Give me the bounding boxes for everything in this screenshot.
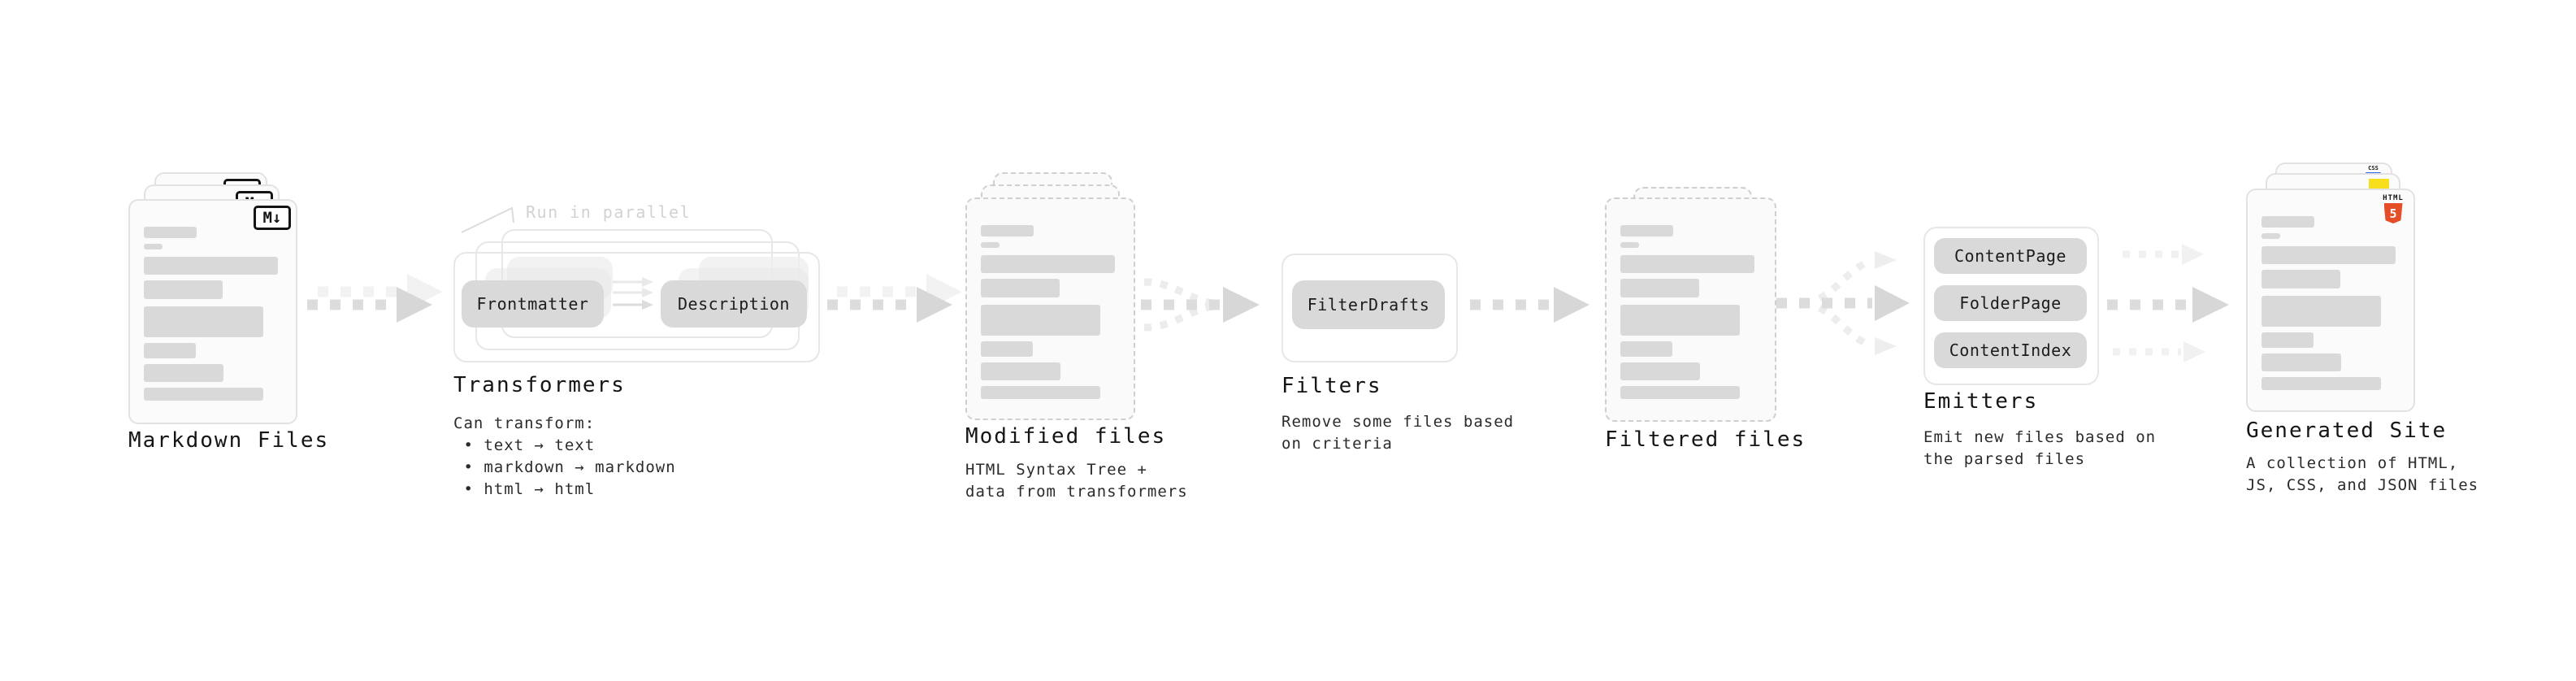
transformer-panel-front xyxy=(453,252,820,362)
html5-icon: HTML 5 xyxy=(2379,194,2407,223)
placeholder-line xyxy=(2262,233,2280,239)
markdown-file-card-front: M↓ xyxy=(128,199,297,424)
node-filtered-files xyxy=(1590,159,1785,436)
placeholder-line xyxy=(1620,242,1639,248)
arrow-transformers-to-modified xyxy=(827,274,962,323)
placeholder-line xyxy=(1620,255,1754,273)
placeholder-line xyxy=(2262,296,2381,327)
arrow-filters-to-filtered xyxy=(1470,287,1589,323)
placeholder-line xyxy=(1620,362,1700,380)
generated-site-caption: A collection of HTML, JS, CSS, and JSON … xyxy=(2246,454,2479,494)
js-icon xyxy=(2369,179,2389,189)
transform-step-arrows xyxy=(613,277,653,310)
html5-icon-text: HTML xyxy=(2383,194,2404,202)
transformers-label: Transformers xyxy=(453,373,626,397)
arrow-markdown-to-transformers xyxy=(307,274,443,323)
placeholder-line xyxy=(144,257,278,275)
emitters-caption: Emit new files based on the parsed files xyxy=(1923,428,2157,468)
transformers-caption: Can transform: • text → text • markdown … xyxy=(453,414,676,498)
filtered-files-label: Filtered files xyxy=(1605,427,1806,452)
markdown-files-label: Markdown Files xyxy=(128,428,330,453)
node-markdown-files: M↓ M↓ M↓ xyxy=(114,159,309,436)
html5-icon-shield: 5 xyxy=(2383,203,2403,223)
placeholder-line xyxy=(981,255,1115,273)
placeholder-line xyxy=(1620,279,1699,297)
placeholder-line xyxy=(1620,305,1740,336)
placeholder-line xyxy=(144,364,223,382)
placeholder-line xyxy=(981,279,1060,297)
placeholder-line xyxy=(981,305,1100,336)
placeholder-line xyxy=(981,386,1100,399)
arrow-modified-to-filters-merge xyxy=(1141,278,1260,332)
placeholder-line xyxy=(1620,341,1672,357)
filters-caption: Remove some files based on criteria xyxy=(1281,413,1515,453)
site-file-card-html: HTML 5 xyxy=(2246,189,2415,412)
emitter-box-folderpage: FolderPage xyxy=(1934,285,2087,321)
placeholder-line xyxy=(144,306,263,337)
placeholder-line xyxy=(981,225,1034,236)
placeholder-line xyxy=(981,242,1000,248)
placeholder-line xyxy=(2262,246,2396,264)
placeholder-line xyxy=(1620,386,1740,399)
node-modified-files xyxy=(951,159,1146,436)
placeholder-line xyxy=(2262,377,2381,390)
filtered-file-card-front xyxy=(1605,197,1776,422)
placeholder-line xyxy=(2262,216,2314,228)
run-in-parallel-annotation: Run in parallel xyxy=(526,202,692,222)
emitter-box-contentpage: ContentPage xyxy=(1934,238,2087,274)
placeholder-line xyxy=(981,341,1033,357)
transformer-box-description: Description xyxy=(661,280,807,327)
generated-site-label: Generated Site xyxy=(2246,419,2448,443)
filter-box-filterdrafts: FilterDrafts xyxy=(1292,280,1445,329)
modified-files-label: Modified files xyxy=(965,424,1167,449)
emitters-label: Emitters xyxy=(1923,389,2039,414)
modified-files-caption: HTML Syntax Tree + data from transformer… xyxy=(965,461,1188,501)
placeholder-line xyxy=(2262,354,2341,371)
emitter-box-contentindex: ContentIndex xyxy=(1934,332,2087,368)
arrow-filtered-to-emitters-fanout xyxy=(1776,251,1910,355)
placeholder-line xyxy=(144,388,263,401)
placeholder-line xyxy=(981,362,1060,380)
placeholder-line xyxy=(144,227,197,238)
placeholder-line xyxy=(2262,270,2340,288)
placeholder-line xyxy=(144,343,196,358)
filters-label: Filters xyxy=(1281,374,1382,398)
run-in-parallel-callout-line xyxy=(461,206,514,233)
placeholder-line xyxy=(2262,332,2314,348)
placeholder-line xyxy=(1620,225,1673,236)
placeholder-line xyxy=(144,280,223,299)
arrow-emitters-to-site xyxy=(2107,244,2229,362)
markdown-icon: M↓ xyxy=(254,206,291,230)
placeholder-line xyxy=(144,244,163,249)
transformer-box-frontmatter: Frontmatter xyxy=(462,280,604,327)
modified-file-card-front xyxy=(965,197,1135,420)
css-icon-text: CSS xyxy=(2368,165,2379,171)
node-generated-site: CSS HTML 5 xyxy=(2231,150,2426,426)
